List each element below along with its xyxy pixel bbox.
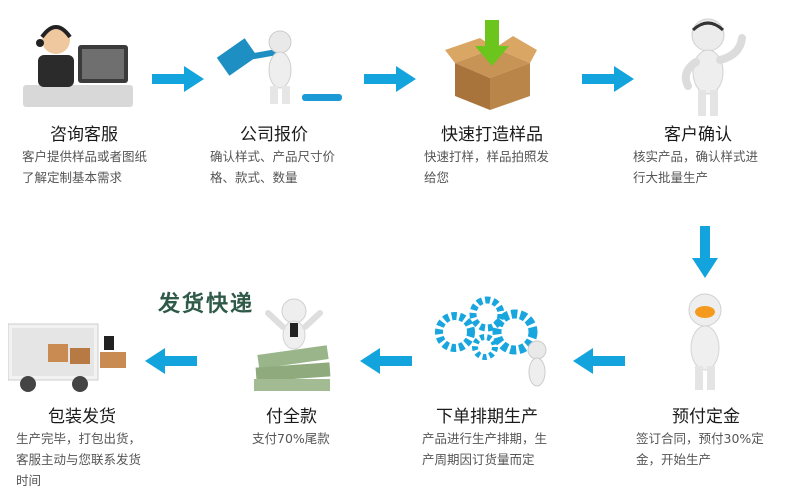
right-arrow-icon — [364, 66, 416, 92]
step-desc-line: 金，开始生产 — [636, 452, 712, 467]
money-figure-icon — [254, 298, 331, 391]
left-arrow-icon — [360, 348, 412, 374]
box-arrow-icon — [445, 20, 537, 110]
step-desc-line: 了解定制基本需求 — [22, 170, 123, 185]
step-desc-line: 给您 — [424, 170, 450, 185]
step-desc-line: 客服主动与您联系发货 — [16, 452, 142, 467]
hammer-figure-icon — [216, 30, 342, 104]
left-arrow-icon — [145, 348, 197, 374]
step-desc-line: 支付70%尾款 — [252, 431, 330, 446]
step-title: 公司报价 — [240, 125, 308, 145]
step-desc-line: 格、款式、数量 — [210, 170, 298, 185]
right-arrow-icon — [582, 66, 634, 92]
step-desc-line: 产周期因订货量而定 — [422, 452, 535, 467]
step-title: 包装发货 — [48, 407, 116, 427]
step-desc-line: 产品进行生产排期，生 — [422, 431, 548, 446]
step-title: 快速打造样品 — [441, 125, 543, 145]
step-desc: 核实产品，确认样式进 行大批量生产 — [633, 146, 788, 188]
step-title: 付全款 — [266, 407, 317, 427]
step-desc-line: 时间 — [16, 473, 42, 488]
headset-operator-icon — [23, 25, 133, 107]
gears-figure-icon — [435, 296, 547, 387]
step-desc: 支付70%尾款 — [252, 428, 392, 449]
shipping-banner: 发货快递 — [158, 292, 255, 317]
step-desc-line: 确认样式、产品尺寸价 — [210, 149, 336, 164]
step-desc-line: 核实产品，确认样式进 — [633, 149, 759, 164]
down-arrow-icon — [692, 226, 718, 278]
left-arrow-icon — [573, 348, 625, 374]
delivery-truck-icon — [8, 323, 126, 392]
step-desc: 签订合同，预付30%定 金，开始生产 — [636, 428, 788, 470]
step-title: 客户确认 — [664, 125, 732, 145]
right-arrow-icon — [152, 66, 204, 92]
coin-figure-icon — [688, 293, 722, 390]
step-desc: 生产完毕，打包出货， 客服主动与您联系发货 时间 — [16, 428, 181, 491]
step-title: 咨询客服 — [50, 125, 118, 145]
step-desc-line: 签订合同，预付30%定 — [636, 431, 764, 446]
step-desc: 产品进行生产排期，生 产周期因订货量而定 — [422, 428, 587, 470]
step-desc: 客户提供样品或者图纸 了解定制基本需求 — [22, 146, 187, 188]
step-title: 预付定金 — [672, 407, 740, 427]
thinking-figure-icon — [681, 18, 746, 116]
step-title: 下单排期生产 — [436, 407, 538, 427]
step-desc-line: 快速打样，样品拍照发 — [424, 149, 550, 164]
step-desc: 确认样式、产品尺寸价 格、款式、数量 — [210, 146, 375, 188]
step-desc: 快速打样，样品拍照发 给您 — [424, 146, 589, 188]
step-desc-line: 行大批量生产 — [633, 170, 709, 185]
step-desc-line: 客户提供样品或者图纸 — [22, 149, 148, 164]
step-desc-line: 生产完毕，打包出货， — [16, 431, 142, 446]
